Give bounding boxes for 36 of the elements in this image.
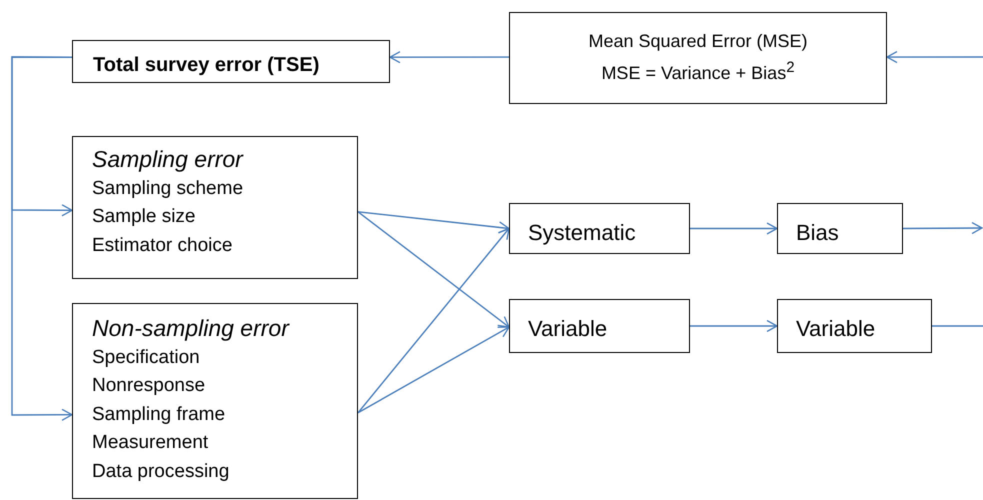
arrow xyxy=(903,222,983,234)
category-box xyxy=(72,136,358,279)
label: Variable xyxy=(528,315,608,343)
arrow xyxy=(690,222,778,235)
list-item: Data processing xyxy=(92,460,230,484)
arrow xyxy=(358,211,510,234)
process-box xyxy=(509,299,690,353)
heading: Non-sampling error xyxy=(92,314,291,343)
label: Systematic xyxy=(528,219,637,247)
list-item: Sample size xyxy=(92,205,196,230)
list-item: Sampling scheme xyxy=(92,176,244,201)
arrow xyxy=(690,320,778,332)
arrow xyxy=(886,50,983,64)
arrow xyxy=(389,51,509,64)
label: MSE = Variance + Bias$^{2}$ xyxy=(600,58,796,85)
category-box xyxy=(72,303,358,499)
label: Mean Squared Error (MSE) xyxy=(587,30,809,53)
arrow xyxy=(358,326,510,414)
list-item: Nonresponse xyxy=(92,374,206,398)
list-item: Measurement xyxy=(92,431,210,456)
result-box xyxy=(777,299,932,353)
process-box xyxy=(509,203,690,254)
connector-line xyxy=(932,325,983,327)
arrow xyxy=(358,211,510,328)
list-item: Sampling frame xyxy=(92,402,226,427)
result-box xyxy=(777,203,903,254)
formula-box xyxy=(509,12,887,104)
list-item: Specification xyxy=(92,346,201,370)
heading: Sampling error xyxy=(92,145,244,174)
label: Variable xyxy=(796,315,876,343)
title-box xyxy=(72,40,390,83)
list-item: Estimator choice xyxy=(92,234,234,258)
arrow xyxy=(357,228,510,414)
label: Total survey error (TSE) xyxy=(93,53,320,78)
label: Bias xyxy=(796,219,840,247)
arrow xyxy=(11,56,73,421)
